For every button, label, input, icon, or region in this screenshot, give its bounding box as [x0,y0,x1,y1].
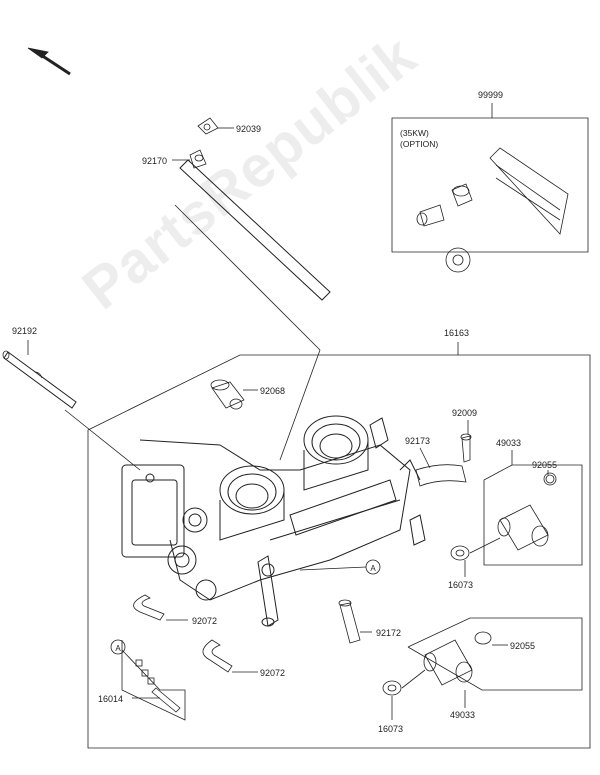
part-label-16073-bottom: 16073 [378,724,404,734]
part-label-92068: 92068 [260,386,286,396]
pipe-92192 [2,350,77,409]
injector-bottom-49033 [423,639,473,686]
gear-icon [445,247,471,273]
kit-16014-parts [135,659,181,713]
option-kit-frame [391,103,589,253]
direction-arrow-icon [27,47,71,76]
washer-16073-bottom [382,680,402,696]
option-label-line1: (35KW) [400,128,429,138]
washer-16073-top [450,545,470,561]
circle-marker-main: A [370,564,376,573]
cap-92068 [210,379,245,410]
option-label-line2: (OPTION) [400,139,439,149]
option-kit-parts [416,147,569,235]
bolt-92172 [338,599,361,644]
part-label-92172: 92172 [376,628,402,638]
throttle-body-assembly [121,415,426,627]
part-label-16014: 16014 [98,694,124,704]
part-label-92192: 92192 [12,326,38,336]
part-label-92173: 92173 [405,436,431,446]
part-label-16163: 16163 [444,328,470,338]
part-label-16073-top: 16073 [448,580,474,590]
part-label-92072-b: 92072 [260,668,286,678]
part-label-49033-top: 49033 [496,438,522,448]
option-label: (35KW) (OPTION) [400,128,438,150]
main-assembly-frame [87,342,591,749]
part-label-92055-top: 92055 [532,460,558,470]
clamp-92072-b [202,639,233,673]
part-label-92039: 92039 [236,124,262,134]
part-label-49033-bottom: 49033 [450,710,476,720]
injector-top-49033 [497,472,557,551]
part-label-92170: 92170 [142,156,168,166]
circle-marker-kit: A [115,644,121,653]
bracket-92173 [415,464,467,487]
bolt-92009 [460,433,472,463]
part-label-92072-a: 92072 [192,616,218,626]
tie-strap-92170 [179,117,331,301]
clamp-92072-a [133,594,165,621]
part-label-92009: 92009 [452,408,478,418]
part-label-99999: 99999 [478,90,504,100]
o-ring-92055-bottom [474,631,492,645]
part-label-92055-bottom: 92055 [510,641,536,651]
